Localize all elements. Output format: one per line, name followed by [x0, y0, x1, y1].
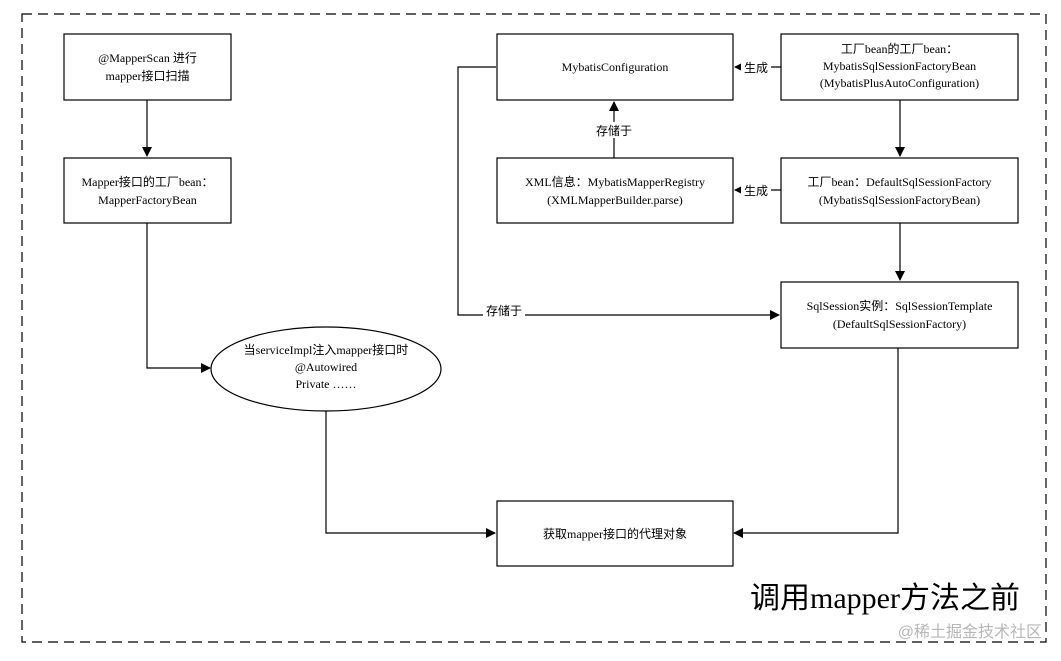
node-mapper-scan: @MapperScan 进行 mapper接口扫描 [63, 33, 232, 101]
edge-label-generate-mid: 生成 [744, 184, 768, 198]
node-factory-bean: 工厂bean：DefaultSqlSessionFactory (Mybatis… [780, 157, 1019, 224]
node-service-impl-inject-line3: Private …… [296, 377, 357, 391]
node-mybatis-configuration-line1: MybatisConfiguration [562, 60, 669, 74]
node-factory-bean-of-factory-bean-line2: MybatisSqlSessionFactoryBean [823, 59, 976, 73]
edge-factorybean-to-inject [146, 223, 211, 373]
edge-inject-to-proxy [325, 411, 496, 538]
diagram-title: 调用mapper方法之前 [750, 582, 1020, 615]
node-factory-bean-line1: 工厂bean：DefaultSqlSessionFactory [808, 175, 992, 189]
node-get-proxy-line1: 获取mapper接口的代理对象 [543, 526, 687, 541]
node-sql-session-instance-line1: SqlSession实例：SqlSessionTemplate [807, 298, 993, 313]
edge-session-to-proxy [733, 348, 899, 538]
edge-label-store-in-session: 存储于 [486, 303, 522, 318]
node-service-impl-inject-line1: 当serviceImpl注入mapper接口时 [244, 342, 409, 357]
edge-label-generate-top: 生成 [744, 61, 768, 75]
edge-label-store-in-xml: 存储于 [596, 123, 632, 138]
edge-labels: 生成 生成 存储于 存储于 [483, 59, 771, 319]
node-mapper-scan-line2: mapper接口扫描 [106, 68, 190, 83]
node-mapper-factory-bean-line2: MapperFactoryBean [98, 193, 197, 207]
watermark: @稀土掘金技术社区 [898, 623, 1042, 641]
node-get-proxy: 获取mapper接口的代理对象 [496, 500, 734, 567]
node-mapper-factory-bean: Mapper接口的工厂bean： MapperFactoryBean [63, 157, 232, 224]
node-sql-session-instance: SqlSession实例：SqlSessionTemplate (Default… [780, 281, 1019, 349]
edges [142, 62, 905, 538]
node-mybatis-configuration: MybatisConfiguration [496, 33, 734, 101]
node-xml-info-line1: XML信息：MybatisMapperRegistry [525, 174, 705, 189]
node-mapper-scan-line1: @MapperScan 进行 [98, 51, 197, 65]
node-factory-bean-of-factory-bean: 工厂bean的工厂bean： MybatisSqlSessionFactoryB… [780, 33, 1019, 101]
node-sql-session-instance-line2: (DefaultSqlSessionFactory) [833, 317, 966, 331]
node-service-impl-inject: 当serviceImpl注入mapper接口时 @Autowired Priva… [210, 326, 442, 412]
node-xml-info-line2: (XMLMapperBuilder.parse) [547, 193, 683, 207]
node-factory-bean-of-factory-bean-line3: (MybatisPlusAutoConfiguration) [820, 76, 979, 90]
node-mapper-factory-bean-line1: Mapper接口的工厂bean： [82, 174, 214, 189]
node-service-impl-inject-line2: @Autowired [295, 360, 357, 374]
node-factory-bean-line2: (MybatisSqlSessionFactoryBean) [819, 193, 980, 207]
dashed-frame [21, 13, 1047, 643]
node-xml-info: XML信息：MybatisMapperRegistry (XMLMapperBu… [496, 157, 734, 224]
node-factory-bean-of-factory-bean-line1: 工厂bean的工厂bean： [841, 41, 958, 56]
edge-config-to-session [457, 66, 780, 320]
